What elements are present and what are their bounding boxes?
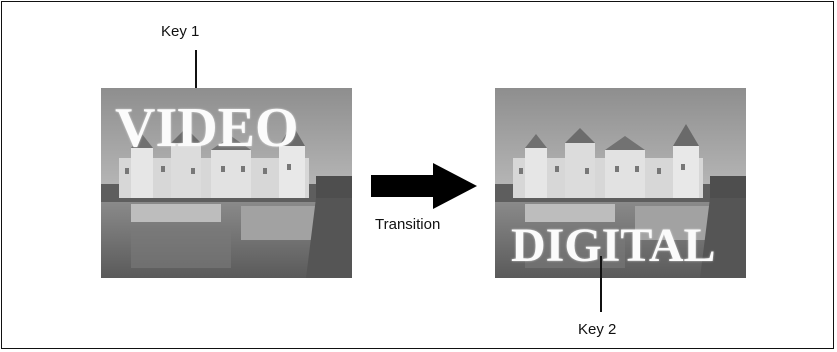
left-photo: VIDEO [101, 88, 352, 278]
key2-leader-line [600, 256, 602, 312]
key1-overlay-text: VIDEO [115, 97, 299, 159]
chateau-image [495, 88, 746, 278]
transition-label: Transition [375, 216, 441, 233]
key2-label: Key 2 [578, 321, 617, 338]
key2-overlay-text: DIGITAL [511, 219, 716, 272]
transition-arrow-icon [371, 163, 477, 209]
key1-label: Key 1 [161, 23, 200, 40]
chateau-image [101, 88, 352, 278]
key1-leader-line [195, 50, 197, 118]
right-photo: DIGITAL [495, 88, 746, 278]
